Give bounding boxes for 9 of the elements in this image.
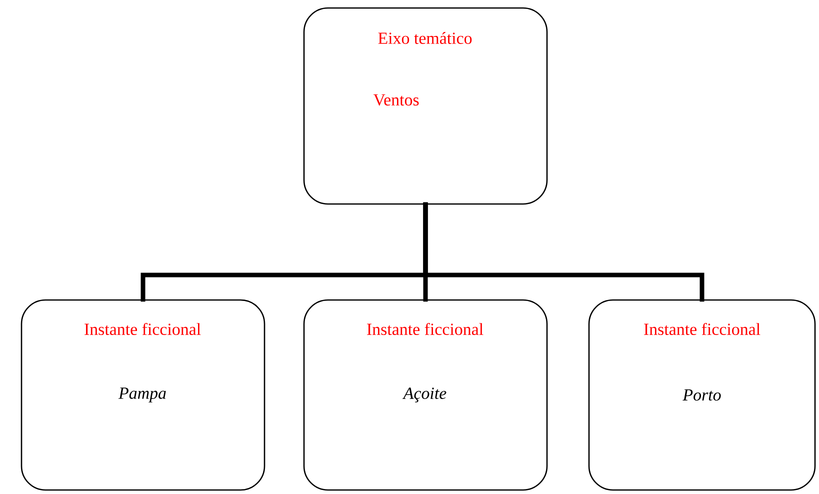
box-heading: Instante ficcional [367, 322, 484, 336]
box-heading: Instante ficcional [644, 322, 760, 336]
box-title: Porto [682, 389, 721, 401]
box-title: Pampa [118, 388, 166, 402]
box-title: Açoite [402, 388, 446, 402]
box-heading: Instante ficcional [84, 322, 201, 336]
box-heading: Eixo temático [378, 32, 472, 44]
box-title: Ventos [373, 94, 419, 106]
connector-line [423, 202, 704, 302]
